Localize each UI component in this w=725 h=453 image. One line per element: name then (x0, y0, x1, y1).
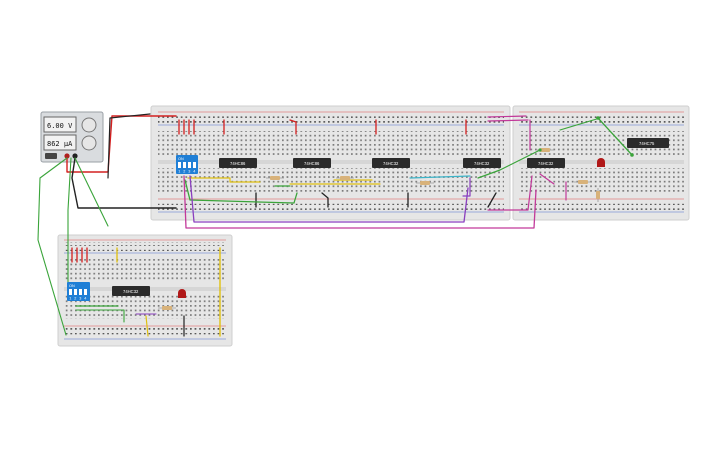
dip-main-num-2: 2 (183, 170, 185, 174)
ic-main-4[interactable]: 74HC32 (463, 158, 501, 168)
power-supply[interactable]: 6.00 V 862 µA (40, 111, 104, 163)
resistor-main-3 (416, 181, 434, 185)
current-display (43, 134, 77, 151)
ic-right-1[interactable]: 74HC32 (527, 158, 565, 168)
ic-main-2-label: 74HC86 (304, 161, 320, 166)
led-right[interactable] (597, 158, 605, 167)
wire-green-1 (37, 157, 68, 336)
ic-left-1-label: 74HC32 (123, 289, 139, 294)
wire-yellow-m1 (187, 177, 261, 183)
negative-terminal[interactable] (72, 153, 78, 159)
wire-magenta-r2 (539, 173, 555, 185)
wire-cyan-m1 (409, 175, 471, 179)
wire-magenta-loop (183, 175, 537, 229)
dip-switch-left-label: ON (69, 284, 75, 288)
wire-magenta-top2 (487, 119, 529, 122)
wire-green-l2 (75, 309, 125, 323)
current-readout: 862 µA (47, 140, 73, 148)
dip-left-num-2: 2 (74, 297, 76, 301)
ic-main-3-label: 74HC32 (383, 161, 399, 166)
ic-left-1[interactable]: 74HC32 (112, 286, 150, 296)
ic-main-1[interactable]: 74HC86 (219, 158, 257, 168)
current-knob[interactable] (81, 135, 97, 151)
ic-right-2[interactable]: 74HC75 (627, 138, 669, 148)
resistor-main-1 (266, 176, 284, 180)
wire-black-return (107, 113, 151, 179)
dip-main-num-1: 1 (178, 170, 180, 174)
wire-green-r2 (559, 117, 601, 131)
wire-black-supply (71, 157, 177, 209)
led-left[interactable] (178, 289, 186, 298)
wire-purple-loop (189, 175, 469, 223)
dip-switch-left[interactable]: ON 1 2 3 4 (67, 282, 90, 301)
resistor-right-2 (574, 180, 592, 184)
wire-green-r1 (597, 117, 633, 156)
wire-yellow-l3 (145, 315, 149, 337)
ic-main-4-label: 74HC32 (474, 161, 490, 166)
voltage-readout: 6.00 V (47, 122, 73, 130)
wire-purple-m1 (462, 177, 471, 197)
dip-main-num-3: 3 (188, 170, 190, 174)
resistors[interactable] (158, 148, 600, 310)
ic-main-2[interactable]: 74HC86 (293, 158, 331, 168)
wire-green-3 (74, 157, 109, 227)
dip-left-num-3: 3 (79, 297, 81, 301)
dip-switch-main-label: ON (178, 157, 184, 161)
resistor-right-3 (596, 188, 600, 202)
wire-endpoints (538, 116, 634, 157)
resistor-left-1 (158, 306, 176, 310)
ic-right-1-label: 74HC32 (538, 161, 554, 166)
wire-black-g4 (487, 192, 497, 208)
wire-magenta-loop2 (487, 175, 533, 211)
ic-main-1-label: 74HC86 (230, 161, 246, 166)
ic-main-3[interactable]: 74HC32 (372, 158, 410, 168)
ic-right-2-label: 74HC75 (639, 141, 655, 146)
wire-green-m3 (477, 149, 541, 179)
wire-red-j6 (289, 119, 297, 135)
wires (37, 113, 633, 337)
positive-terminal[interactable] (64, 153, 70, 159)
dip-main-num-4: 4 (193, 170, 195, 174)
dip-left-num-4: 4 (84, 297, 86, 301)
resistor-main-2 (336, 176, 354, 180)
voltage-knob[interactable] (81, 117, 97, 133)
wire-magenta-top (487, 115, 527, 118)
voltage-display (43, 116, 77, 133)
wire-green-m1 (184, 179, 298, 204)
wire-black-g2 (321, 192, 329, 208)
power-switch[interactable] (45, 153, 57, 159)
dip-switch-main[interactable]: ON 1 2 3 4 (176, 155, 198, 174)
wire-green-2 (67, 157, 72, 297)
dip-left-num-1: 1 (69, 297, 71, 301)
